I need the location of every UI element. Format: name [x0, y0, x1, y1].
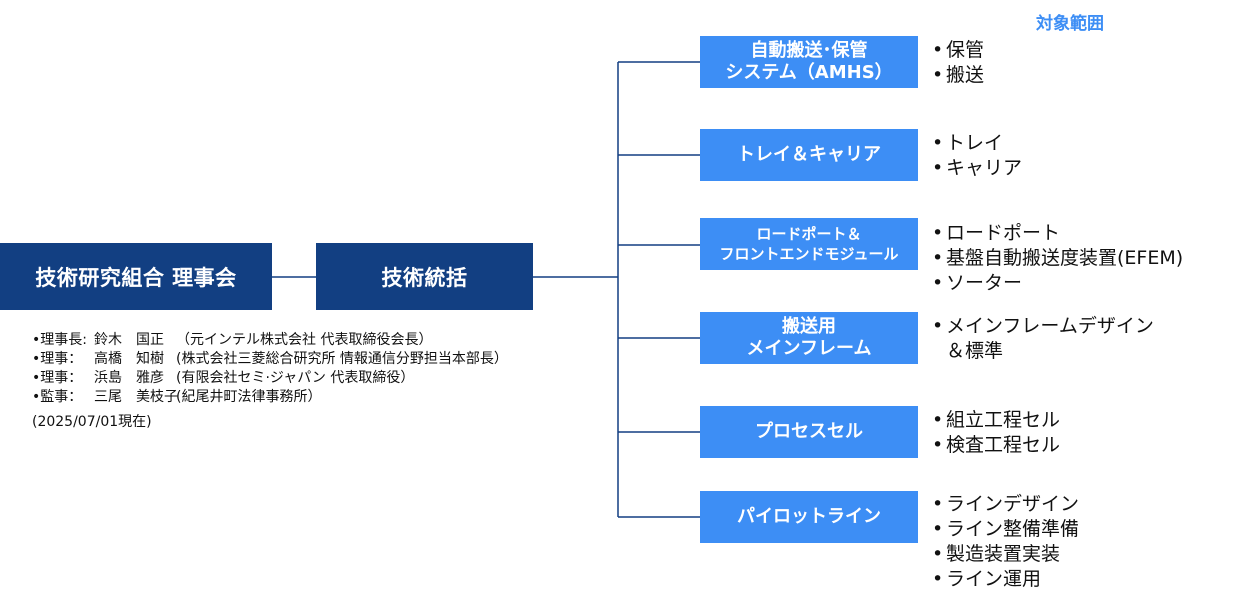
board-box: 技術研究組合 理事会 — [0, 243, 272, 310]
member-director-2: •理事： 浜島 雅彦 (有限会社セミ·ジャパン 代表取締役） — [32, 369, 508, 388]
scope-item-continuation: ＆標準 — [946, 340, 1004, 362]
scope-item: 製造装置実装 — [932, 542, 1079, 567]
member-affiliation: (株式会社三菱総合研究所 情報通信分野担当本部長） — [176, 351, 508, 367]
member-auditor: •監事： 三尾 美枝子(紀尾井町法律事務所） — [32, 388, 508, 407]
integration-label: 技術統括 — [381, 265, 468, 290]
as-of-date: (2025/07/01現在) — [32, 414, 152, 430]
member-role: •理事： — [32, 351, 83, 367]
scope-header: 対象範囲 — [1036, 14, 1104, 34]
scope-item: ライン整備準備 — [932, 517, 1079, 542]
category-label-line: メインフレーム — [746, 338, 872, 359]
category-label-line: ロードポート＆ — [756, 225, 862, 243]
scope-item: ライン運用 — [932, 567, 1079, 592]
member-name: 鈴木 国正 — [94, 332, 164, 348]
scope-list-loadport-efem: ロードポート 基盤自動搬送度装置(EFEM) ソーター — [932, 221, 1183, 296]
scope-item: 保管 — [932, 38, 984, 63]
member-role: •監事： — [32, 389, 83, 405]
scope-list-pilot-line: ラインデザイン ライン整備準備 製造装置実装 ライン運用 — [932, 492, 1079, 592]
member-affiliation: (有限会社セミ·ジャパン 代表取締役） — [176, 370, 415, 386]
scope-list-tray-carrier: トレイ キャリア — [932, 131, 1022, 181]
category-box-tray-carrier: トレイ＆キャリア — [700, 129, 918, 181]
scope-item: メインフレームデザイン — [932, 314, 1154, 339]
scope-list-process-cell: 組立工程セル 検査工程セル — [932, 408, 1060, 458]
category-box-amhs: 自動搬送･保管 システム（AMHS） — [700, 36, 918, 88]
scope-item: ソーター — [932, 271, 1183, 296]
category-box-mainframe: 搬送用 メインフレーム — [700, 312, 918, 364]
category-box-process-cell: プロセスセル — [700, 406, 918, 458]
members-list: •理事長: 鈴木 国正 （元インテル株式会社 代表取締役会長） •理事： 高橋 知樹 (… — [32, 331, 508, 407]
category-label-line: トレイ＆キャリア — [737, 144, 881, 165]
member-affiliation: （元インテル株式会社 代表取締役会長） — [176, 332, 433, 348]
member-name: 浜島 雅彦 — [94, 370, 164, 386]
scope-item: 組立工程セル — [932, 408, 1060, 433]
category-box-pilot-line: パイロットライン — [700, 491, 918, 543]
category-label-line: パイロットライン — [737, 506, 881, 527]
member-name: 高橋 知樹 — [94, 351, 164, 367]
scope-item: 検査工程セル — [932, 433, 1060, 458]
scope-list-amhs: 保管 搬送 — [932, 38, 984, 88]
scope-item: 基盤自動搬送度装置(EFEM) — [932, 246, 1183, 271]
member-chairman: •理事長: 鈴木 国正 （元インテル株式会社 代表取締役会長） — [32, 331, 508, 350]
scope-item: ロードポート — [932, 221, 1183, 246]
member-director-1: •理事： 高橋 知樹 (株式会社三菱総合研究所 情報通信分野担当本部長） — [32, 350, 508, 369]
category-label-line: 自動搬送･保管 — [750, 40, 868, 61]
scope-item: ラインデザイン — [932, 492, 1079, 517]
scope-list-mainframe: メインフレームデザイン ＆標準 — [932, 314, 1154, 364]
category-label-line: プロセスセル — [755, 421, 863, 442]
category-label-line: システム（AMHS） — [725, 62, 893, 83]
integration-box: 技術統括 — [316, 243, 533, 310]
category-label-line: 搬送用 — [782, 316, 836, 337]
scope-item: トレイ — [932, 131, 1022, 156]
board-label: 技術研究組合 理事会 — [35, 265, 237, 290]
scope-item: キャリア — [932, 156, 1022, 181]
member-name: 三尾 美枝子 — [94, 389, 178, 405]
scope-item: 搬送 — [932, 63, 984, 88]
member-affiliation: (紀尾井町法律事務所） — [176, 389, 322, 405]
category-label-line: フロントエンドモジュール — [719, 245, 899, 263]
member-role: •理事長: — [32, 332, 87, 348]
category-box-loadport-efem: ロードポート＆ フロントエンドモジュール — [700, 218, 918, 270]
member-role: •理事： — [32, 370, 83, 386]
